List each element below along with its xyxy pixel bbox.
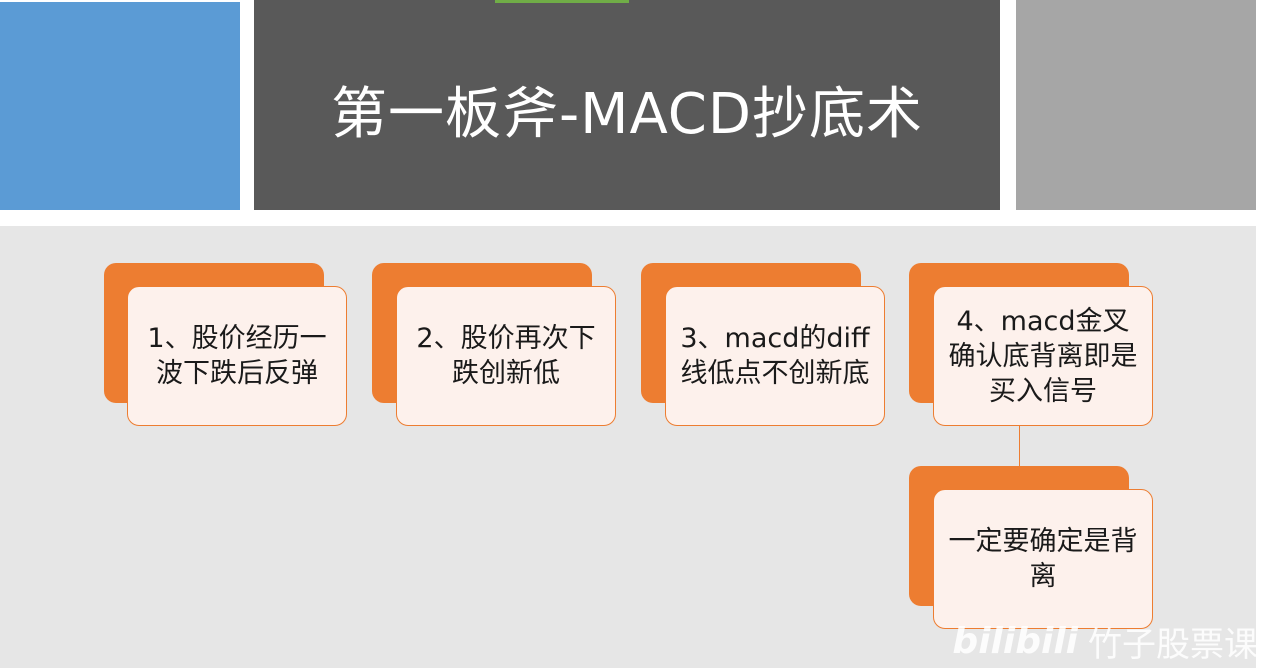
step-2-label: 2、股价再次下跌创新低 [416, 323, 596, 389]
connector-line [1019, 426, 1020, 466]
title-banner: 第一板斧-MACD抄底术 [254, 0, 1000, 210]
step-3-label: 3、macd的diff线低点不创新底 [680, 323, 870, 389]
watermark: bilibili 竹子股票课 [952, 617, 1258, 666]
sub-step-card: 一定要确定是背离 [933, 489, 1153, 629]
sub-step-label: 一定要确定是背离 [948, 526, 1138, 592]
step-1-card: 1、股价经历一波下跌后反弹 [127, 286, 347, 426]
bilibili-logo: bilibili [952, 621, 1078, 662]
decorative-gray-block [1016, 0, 1256, 210]
step-2-card: 2、股价再次下跌创新低 [396, 286, 616, 426]
decorative-blue-block [0, 2, 240, 210]
watermark-text: 竹子股票课 [1088, 625, 1258, 665]
step-4-card: 4、macd金叉确认底背离即是买入信号 [933, 286, 1153, 426]
green-accent-strip [495, 0, 629, 3]
step-1-label: 1、股价经历一波下跌后反弹 [147, 323, 327, 389]
step-3-card: 3、macd的diff线低点不创新底 [665, 286, 885, 426]
step-4-label: 4、macd金叉确认底背离即是买入信号 [948, 305, 1138, 407]
slide-title: 第一板斧-MACD抄底术 [330, 81, 924, 147]
